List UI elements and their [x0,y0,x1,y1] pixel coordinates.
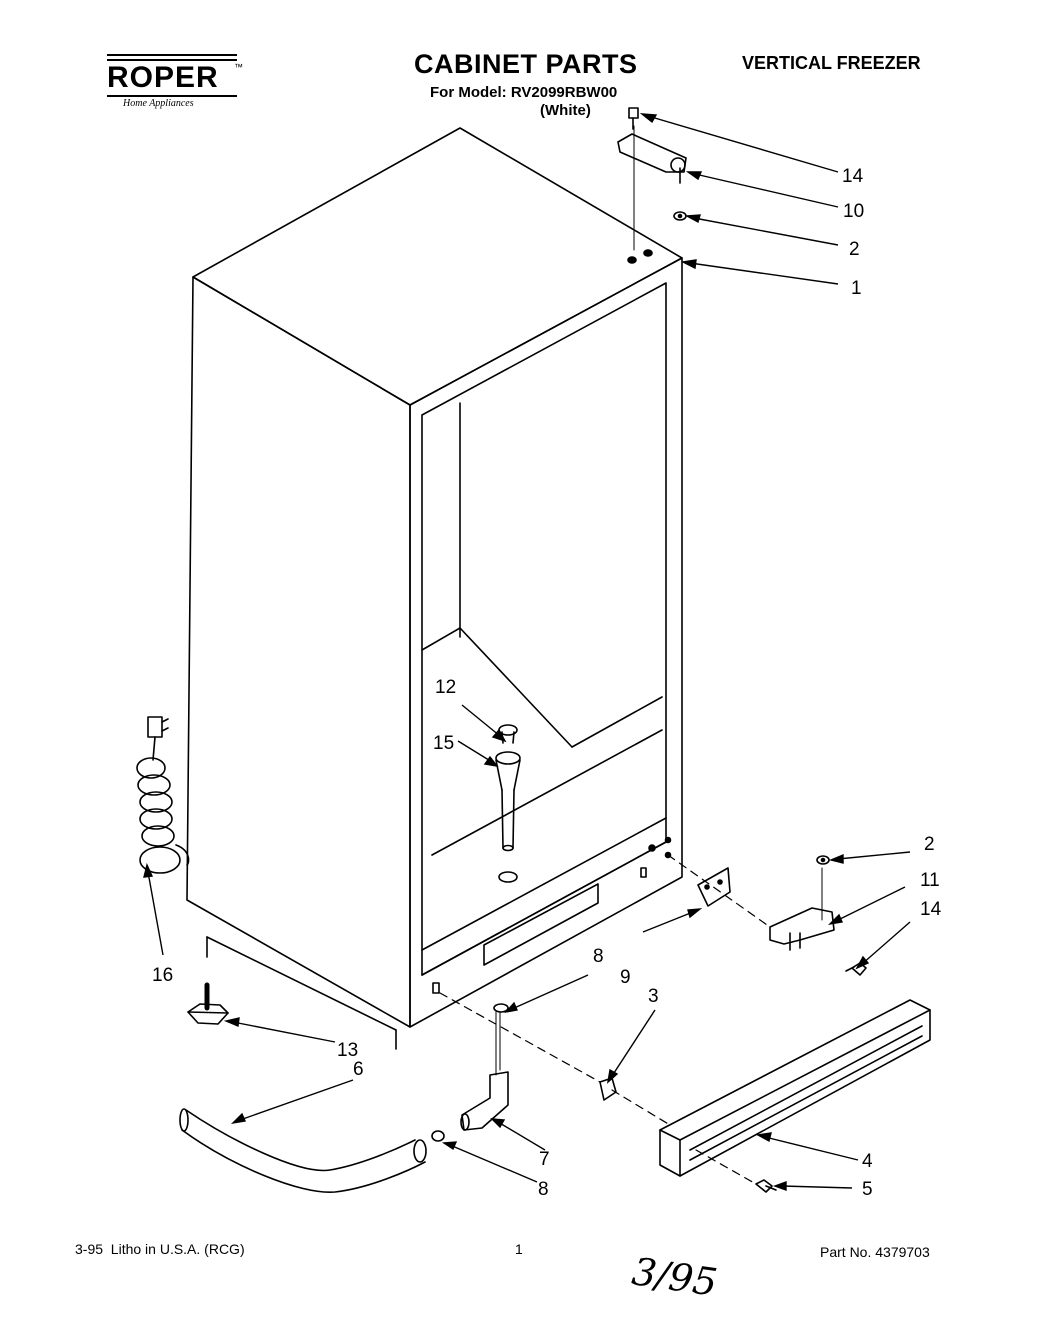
color-line: (White) [540,102,591,119]
power-cord [136,716,190,874]
callout-14-right: 14 [920,899,942,920]
callout-12: 12 [435,677,457,698]
callout-7: 7 [539,1149,550,1170]
leveling-leg [187,982,229,1025]
callout-6: 6 [353,1059,364,1080]
side-bottom-panel [207,937,396,1049]
callout-4: 4 [862,1151,873,1172]
page-title: CABINET PARTS [414,49,638,79]
lower-hinge [697,855,867,976]
logo-trademark: ™ [234,62,243,72]
callout-5: 5 [862,1179,873,1200]
logo-rule-top2 [107,59,237,61]
top-hinge [617,107,687,251]
logo-tagline: Home Appliances [123,98,194,109]
callout-9: 9 [620,967,631,988]
logo-rule-top [107,54,237,56]
screw [755,1179,773,1193]
callout-1: 1 [851,278,862,299]
logo-wordmark: ROPER [107,61,219,94]
callout-14-top: 14 [842,166,864,187]
brand-logo: ROPER ™ Home Appliances [105,52,245,114]
cabinet-body [186,127,683,1028]
print-info: 3-95 Litho in U.S.A. (RCG) [75,1241,245,1257]
callout-3: 3 [648,986,659,1007]
drain-hose [179,1003,509,1193]
callout-11: 11 [920,870,940,891]
model-line: For Model: RV2099RBW00 [430,84,618,101]
callout-2-right: 2 [924,834,935,855]
part-number: Part No. 4379703 [820,1244,930,1260]
callout-10: 10 [843,201,865,222]
callout-8-lower: 8 [538,1179,549,1200]
callout-16: 16 [152,965,174,986]
callout-13: 13 [337,1040,359,1061]
category-label: VERTICAL FREEZER [742,53,921,73]
logo-rule-bottom [107,95,237,97]
kick-plate [659,999,931,1177]
callout-2-top: 2 [849,239,860,260]
callout-8-upper: 8 [593,946,604,967]
drain-tube [495,724,521,852]
page-number: 1 [515,1241,523,1257]
callout-15: 15 [433,733,455,754]
